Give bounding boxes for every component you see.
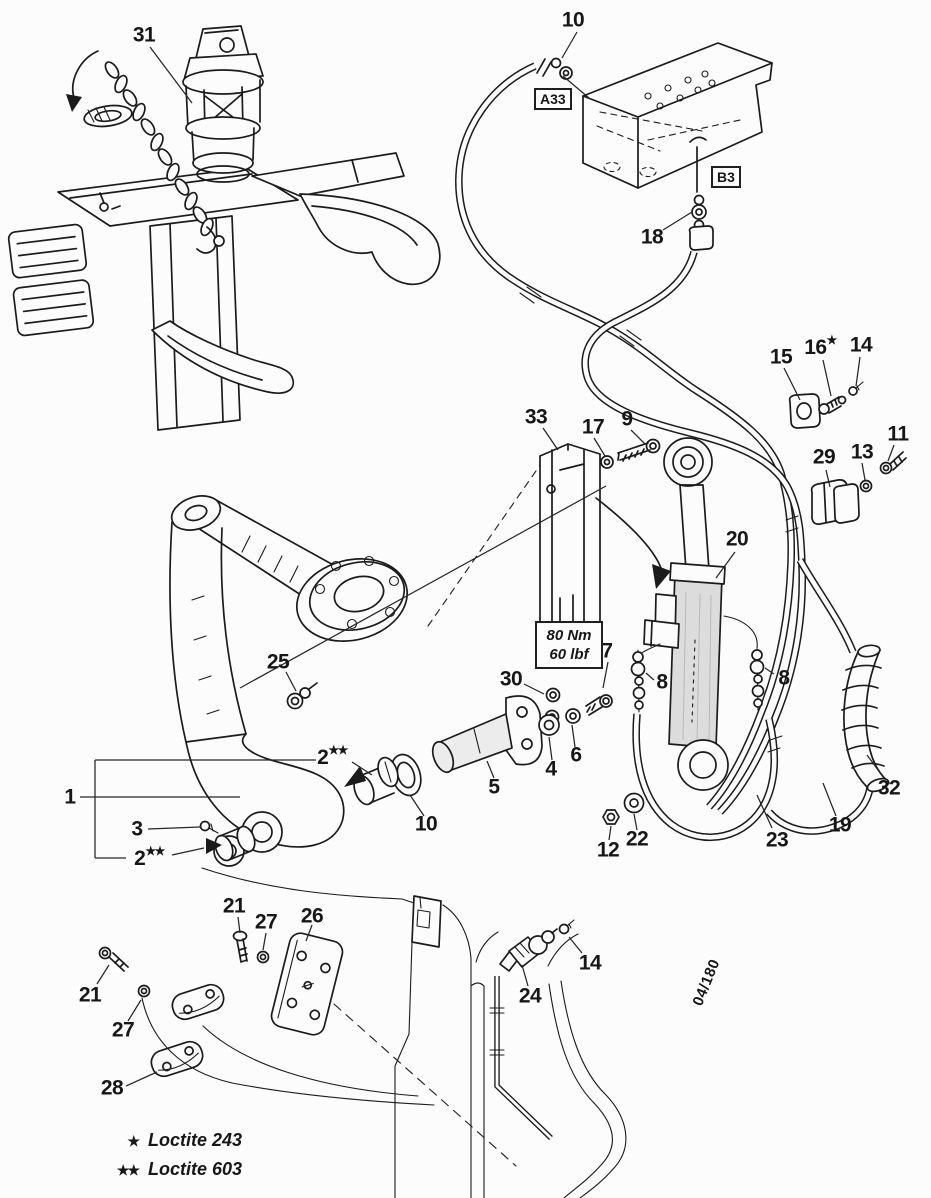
callout-8: 8 <box>656 670 668 694</box>
callout-2-star: 2★★ <box>134 844 165 870</box>
callout-32: 32 <box>877 776 901 800</box>
callout-29: 29 <box>812 445 836 469</box>
callout-31: 31 <box>132 23 156 47</box>
footnote-loctite-243: ★ Loctite 243 <box>98 1130 242 1151</box>
hitch-assembly <box>7 25 441 431</box>
callout-3: 3 <box>131 817 143 841</box>
callout-20: 20 <box>725 527 749 551</box>
callout-30: 30 <box>499 667 523 691</box>
callout-11: 11 <box>887 422 909 446</box>
leader-lines <box>80 31 895 1087</box>
callout-26: 26 <box>300 904 324 928</box>
torque-note-lbf: 60 lbf <box>549 646 589 663</box>
spiral-hose-guard <box>841 644 890 793</box>
callout-14: 14 <box>578 951 602 975</box>
callout-23: 23 <box>765 828 789 852</box>
callout-21: 21 <box>78 983 102 1007</box>
callout-1: 1 <box>64 785 76 809</box>
callout-10: 10 <box>414 812 438 836</box>
pivot-pin-group <box>206 695 543 862</box>
callout-4: 4 <box>545 757 557 781</box>
torque-note-nm: 80 Nm <box>546 627 592 644</box>
callout-17: 17 <box>581 415 605 439</box>
footnote-text: Loctite 603 <box>148 1159 243 1179</box>
star-icon: ★ <box>127 1133 140 1149</box>
port-label-a33: A33 <box>534 88 572 110</box>
callout-2-star: 2★★ <box>317 743 348 769</box>
callout-8: 8 <box>778 666 790 690</box>
callout-12: 12 <box>596 838 620 862</box>
callout-9: 9 <box>621 407 633 431</box>
callout-10: 10 <box>561 8 585 32</box>
chain <box>104 61 225 254</box>
callout-14: 14 <box>849 333 873 357</box>
footnote-text: Loctite 243 <box>148 1130 243 1150</box>
hydraulic-cylinder <box>643 562 729 791</box>
mount-arrow-icon <box>652 564 671 589</box>
valve-block <box>582 42 773 193</box>
support-arm <box>169 457 546 867</box>
callout-16-star: 16★ <box>804 333 837 359</box>
callout-5: 5 <box>488 775 500 799</box>
callout-13: 13 <box>850 440 874 464</box>
callout-24: 24 <box>518 984 542 1008</box>
callout-18: 18 <box>640 225 664 249</box>
machine-frame-outline <box>141 867 627 1198</box>
callout-27: 27 <box>254 910 278 934</box>
footnotes: ★ Loctite 243 ★★ Loctite 603 <box>98 1130 242 1188</box>
callout-22: 22 <box>625 827 649 851</box>
double-star-icon: ★★ <box>116 1162 140 1178</box>
callout-6: 6 <box>570 743 582 767</box>
rotation-arrow-icon <box>66 94 82 112</box>
callout-7: 7 <box>601 639 613 663</box>
mount-plate-and-pads <box>150 932 344 1078</box>
install-arrow-icon <box>344 766 366 787</box>
callout-28: 28 <box>100 1076 124 1100</box>
callout-33: 33 <box>524 405 548 429</box>
small-parts <box>98 57 907 998</box>
footnote-loctite-603: ★★ Loctite 603 <box>98 1159 242 1180</box>
torque-note: 80 Nm 60 lbf <box>535 621 603 669</box>
callout-15: 15 <box>769 345 793 369</box>
hydraulic-hoses <box>455 62 874 841</box>
callout-27: 27 <box>111 1018 135 1042</box>
install-arrow-icon <box>206 838 222 854</box>
callout-25: 25 <box>266 650 290 674</box>
port-label-b3: B3 <box>711 166 741 188</box>
callout-19: 19 <box>828 813 852 837</box>
callout-21: 21 <box>222 894 246 918</box>
